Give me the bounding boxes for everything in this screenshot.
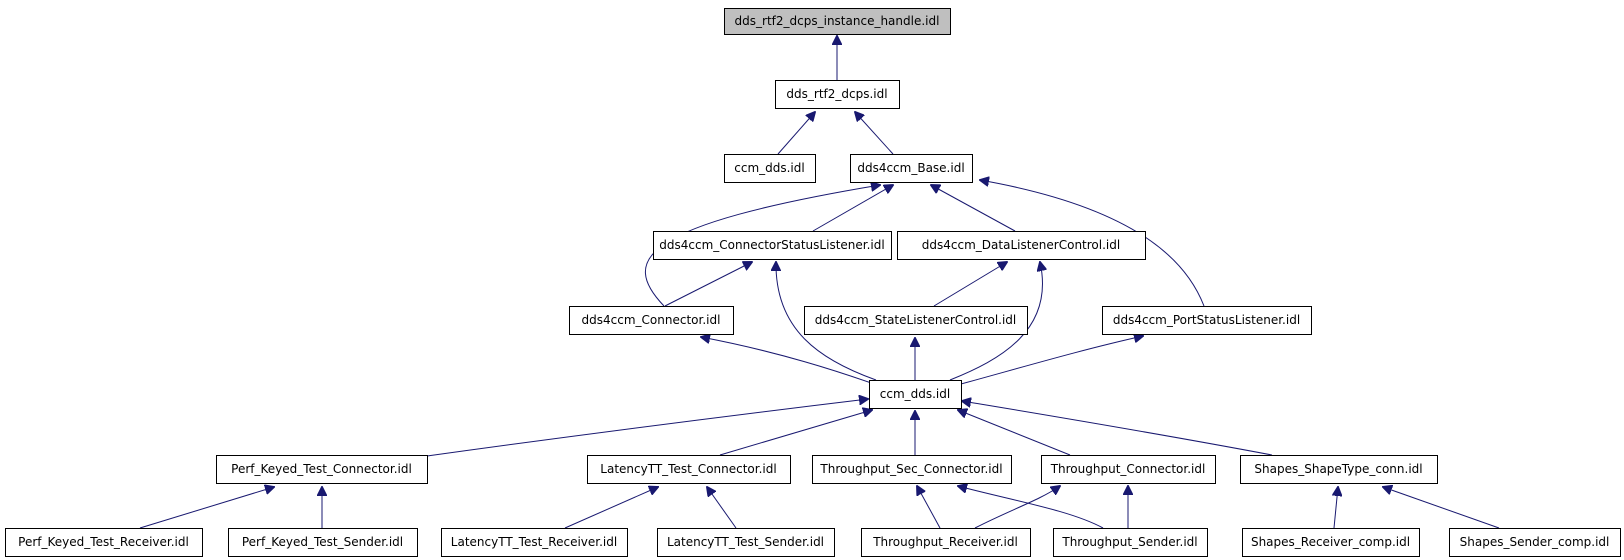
node-label: ccm_dds.idl xyxy=(734,161,804,175)
node-label: dds4ccm_DataListenerControl.idl xyxy=(922,238,1120,252)
edge-n8-n3 xyxy=(980,180,1205,307)
edge-n19-n12 xyxy=(917,486,941,529)
nodes-layer: dds_rtf2_dcps_instance_handle.idl dds_rtf… xyxy=(5,8,1621,557)
node-box xyxy=(861,528,1031,557)
node-label: ccm_dds.idl xyxy=(880,387,950,401)
node-box xyxy=(657,528,835,557)
node-n15[interactable]: Perf_Keyed_Test_Receiver.idl xyxy=(5,528,203,557)
edge-n6-n4 xyxy=(664,262,752,307)
node-label: dds4ccm_Connector.idl xyxy=(582,313,721,327)
node-box xyxy=(228,528,418,557)
edge-n14-n9 xyxy=(962,401,1273,456)
node-n6[interactable]: dds4ccm_Connector.idl xyxy=(569,306,734,335)
node-label: dds4ccm_Base.idl xyxy=(857,161,964,175)
node-box xyxy=(1240,455,1438,484)
edge-n21-n14 xyxy=(1334,487,1338,529)
node-label: dds4ccm_ConnectorStatusListener.idl xyxy=(659,238,884,252)
node-n14[interactable]: Shapes_ShapeType_conn.idl xyxy=(1240,455,1438,484)
node-n20[interactable]: Throughput_Sender.idl xyxy=(1053,528,1208,557)
node-box xyxy=(804,306,1028,335)
node-box xyxy=(653,231,892,260)
node-n21[interactable]: Shapes_Receiver_comp.idl xyxy=(1242,528,1420,557)
edge-n7-n5 xyxy=(933,262,1007,307)
node-box xyxy=(1102,306,1312,335)
node-box xyxy=(1053,528,1208,557)
node-box xyxy=(775,80,900,109)
edge-n20-n12 xyxy=(958,486,1104,529)
edge-n13-n9 xyxy=(958,410,1071,456)
node-box xyxy=(812,455,1012,484)
edge-n22-n14 xyxy=(1383,487,1500,529)
node-label: LatencyTT_Test_Connector.idl xyxy=(600,462,776,476)
node-label: Throughput_Sec_Connector.idl xyxy=(819,462,1002,476)
node-box xyxy=(1041,455,1216,484)
node-box xyxy=(724,8,951,35)
node-n5[interactable]: dds4ccm_DataListenerControl.idl xyxy=(897,231,1146,260)
edge-n19-n13 xyxy=(974,486,1060,529)
node-label: Perf_Keyed_Test_Connector.idl xyxy=(231,462,412,476)
edge-n17-n11 xyxy=(564,487,658,529)
node-n12[interactable]: Throughput_Sec_Connector.idl xyxy=(812,455,1012,484)
node-label: Throughput_Sender.idl xyxy=(1061,535,1197,549)
node-n2[interactable]: ccm_dds.idl xyxy=(724,154,816,183)
node-n13[interactable]: Throughput_Connector.idl xyxy=(1041,455,1216,484)
node-n16[interactable]: Perf_Keyed_Test_Sender.idl xyxy=(228,528,418,557)
node-n22[interactable]: Shapes_Sender_comp.idl xyxy=(1449,528,1621,557)
node-n3[interactable]: dds4ccm_Base.idl xyxy=(850,154,973,183)
node-label: Perf_Keyed_Test_Receiver.idl xyxy=(18,535,189,549)
node-label: dds_rtf2_dcps.idl xyxy=(786,87,887,101)
node-box xyxy=(587,455,791,484)
edge-n2-n1 xyxy=(777,112,815,155)
node-label: dds4ccm_StateListenerControl.idl xyxy=(815,313,1017,327)
node-n0[interactable]: dds_rtf2_dcps_instance_handle.idl xyxy=(724,8,951,35)
edge-n15-n10 xyxy=(139,487,274,529)
node-label: dds4ccm_PortStatusListener.idl xyxy=(1113,313,1300,327)
node-n18[interactable]: LatencyTT_Test_Sender.idl xyxy=(657,528,835,557)
node-label: LatencyTT_Test_Sender.idl xyxy=(667,535,824,549)
edge-n3-n1 xyxy=(855,112,894,155)
edge-n10-n9 xyxy=(426,399,868,457)
node-label: Throughput_Receiver.idl xyxy=(872,535,1018,549)
node-box xyxy=(1449,528,1621,557)
edges-layer xyxy=(139,36,1500,529)
node-n8[interactable]: dds4ccm_PortStatusListener.idl xyxy=(1102,306,1312,335)
edge-n9-n6 xyxy=(701,337,878,386)
node-box xyxy=(569,306,734,335)
edge-n18-n11 xyxy=(707,487,737,529)
edge-n9-n5 xyxy=(949,262,1043,381)
node-label: dds_rtf2_dcps_instance_handle.idl xyxy=(735,14,940,28)
edge-n5-n3 xyxy=(931,185,1016,232)
edge-n4-n3 xyxy=(812,185,893,232)
node-n17[interactable]: LatencyTT_Test_Receiver.idl xyxy=(441,528,628,557)
node-label: Shapes_Sender_comp.idl xyxy=(1460,535,1610,549)
node-n4[interactable]: dds4ccm_ConnectorStatusListener.idl xyxy=(653,231,892,260)
node-box xyxy=(216,455,428,484)
node-box xyxy=(1242,528,1420,557)
node-n19[interactable]: Throughput_Receiver.idl xyxy=(861,528,1031,557)
node-box xyxy=(897,231,1146,260)
node-label: LatencyTT_Test_Receiver.idl xyxy=(451,535,617,549)
edge-n9-n8 xyxy=(949,336,1143,388)
node-label: Shapes_Receiver_comp.idl xyxy=(1251,535,1410,549)
node-n1[interactable]: dds_rtf2_dcps.idl xyxy=(775,80,900,109)
edge-n11-n9 xyxy=(719,410,872,456)
node-label: Perf_Keyed_Test_Sender.idl xyxy=(242,535,403,549)
node-n9[interactable]: ccm_dds.idl xyxy=(869,380,962,409)
node-box xyxy=(850,154,973,183)
node-label: Throughput_Connector.idl xyxy=(1050,462,1206,476)
node-box xyxy=(5,528,203,557)
node-box xyxy=(869,380,962,409)
edge-n9-n4 xyxy=(776,262,877,381)
node-n7[interactable]: dds4ccm_StateListenerControl.idl xyxy=(804,306,1028,335)
node-n11[interactable]: LatencyTT_Test_Connector.idl xyxy=(587,455,791,484)
node-n10[interactable]: Perf_Keyed_Test_Connector.idl xyxy=(216,455,428,484)
node-label: Shapes_ShapeType_conn.idl xyxy=(1254,462,1422,476)
node-box xyxy=(441,528,628,557)
node-box xyxy=(724,154,816,183)
